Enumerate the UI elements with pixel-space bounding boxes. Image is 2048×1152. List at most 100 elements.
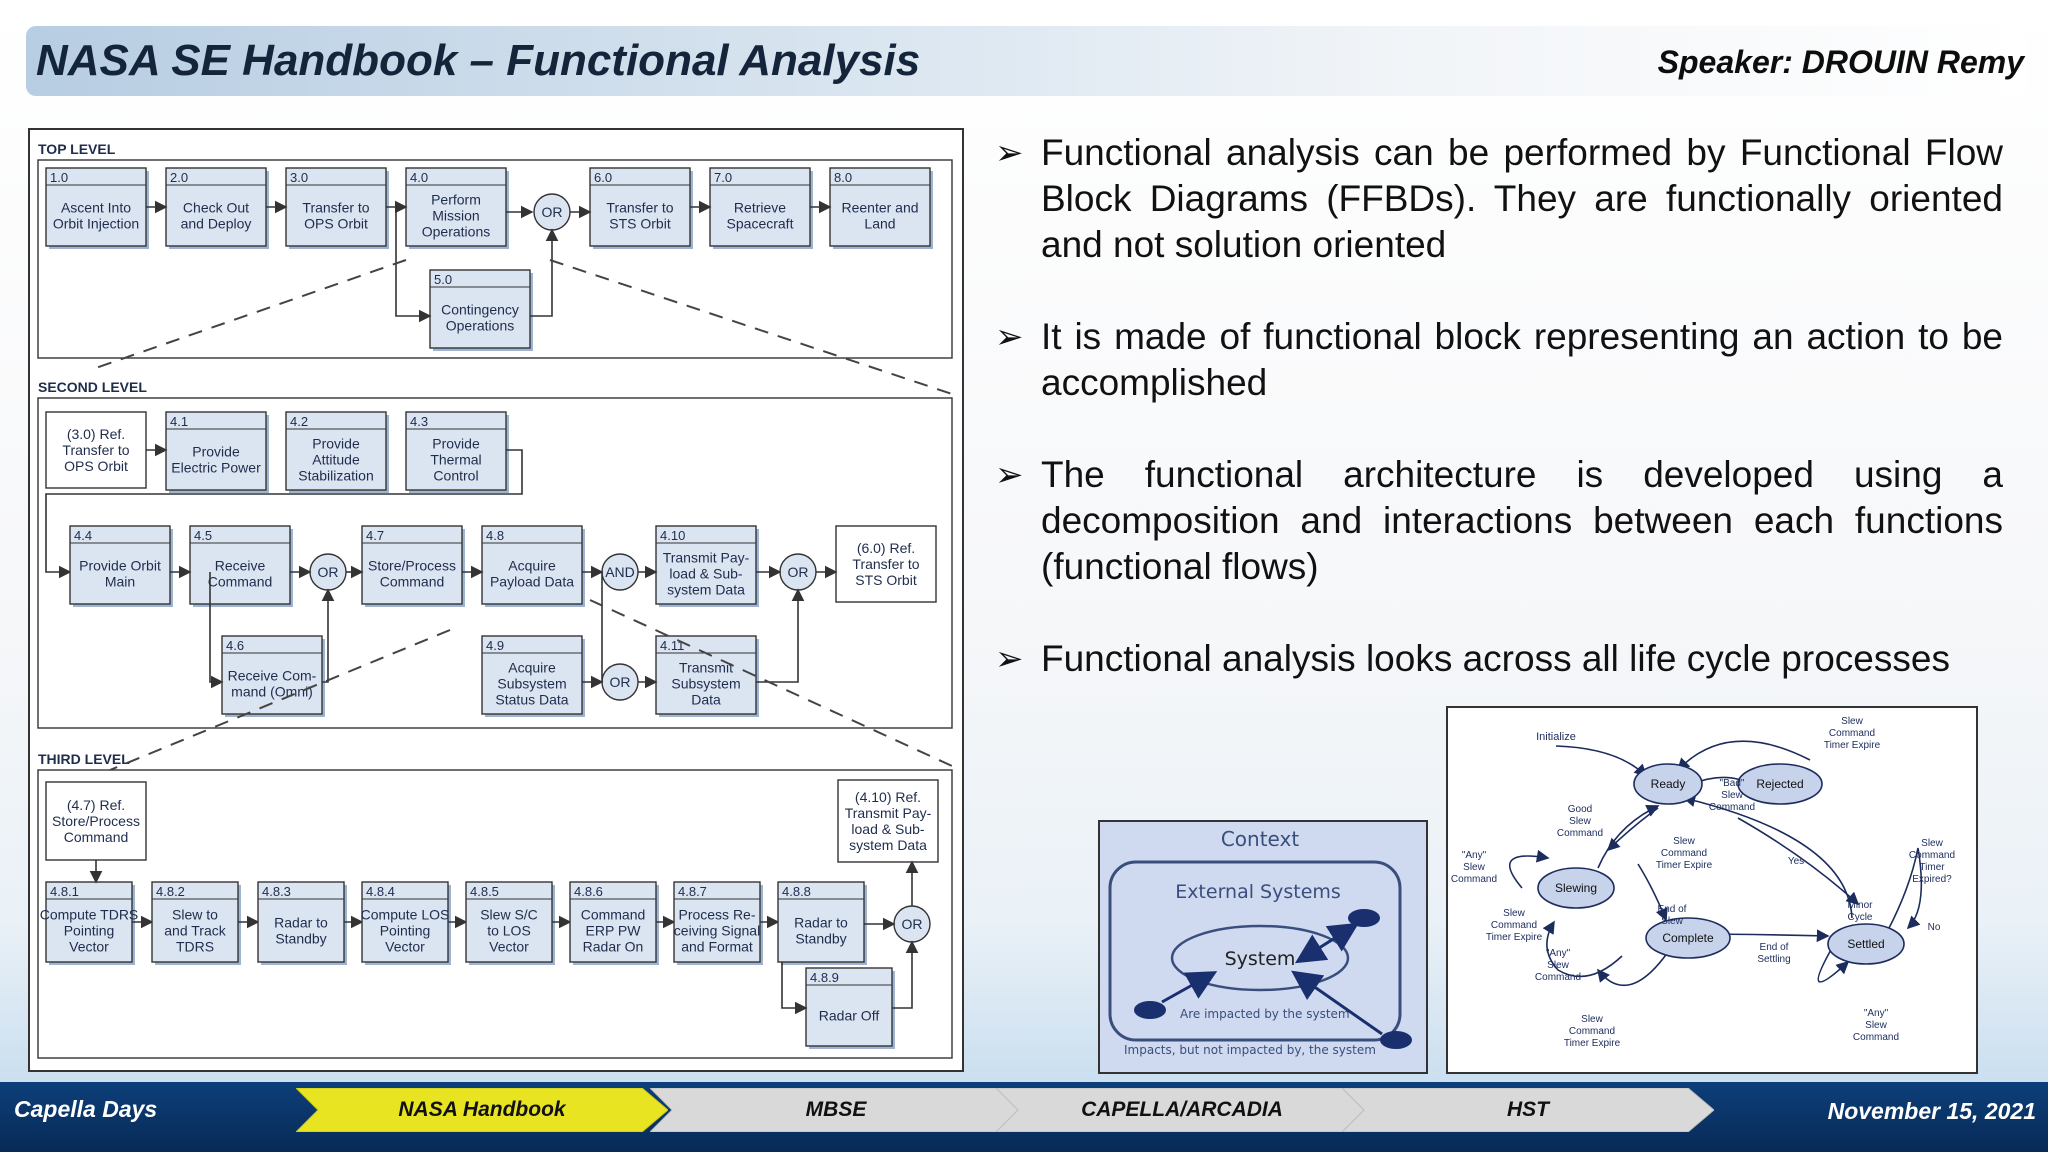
block-label: Provide [312,436,360,452]
state-settled-label: Settled [1847,937,1884,951]
label-bad-slew: "Bad" [1720,778,1745,789]
block-id: 4.3 [410,414,428,429]
block-label: Slew to [172,907,218,923]
label-any-slew: Slew [1547,960,1569,971]
block-label: system Data [667,582,745,598]
state-slewing-label: Slewing [1555,881,1597,895]
block-label: Slew S/C [480,907,538,923]
state-rejected-label: Rejected [1756,777,1803,791]
reference-label: OPS Orbit [64,458,128,474]
transition-slewing-timer [1597,805,1660,869]
block-id: 4.8.7 [678,884,707,899]
label-end-of-slew: Slew [1661,916,1683,927]
label-slew-timer-expired: Slew [1921,838,1943,849]
block-id: 4.1 [170,414,188,429]
block-label: Payload Data [490,574,574,590]
block-4-8-7 [673,881,761,963]
block-id: 4.8.5 [470,884,499,899]
block-label: and Format [681,939,753,955]
label-end-of-settling: Settling [1757,954,1790,965]
block-id: 4.4 [74,528,92,543]
block-label: Receive Com- [228,668,317,684]
block-top-3-0 [285,167,387,247]
bullet-list: ➢ Functional analysis can be performed b… [995,130,2003,728]
block-label: Process Re- [678,907,755,923]
external-node [1134,1001,1166,1019]
block-label: Operations [446,318,514,334]
block-id: 4.8 [486,528,504,543]
block-label: Pointing [64,923,115,939]
label-any-slew: Command [1451,874,1497,885]
nav-tab-mbse[interactable]: MBSE [650,1088,1022,1132]
arrow-bullet-icon: ➢ [995,318,1024,356]
block-4-6 [221,635,323,715]
or-gate-label: OR [542,204,563,220]
block-label: Store/Process [368,558,456,574]
block-label: Operations [422,224,490,240]
transition-slewing-loop [1509,849,1550,889]
state-ready [1633,763,1703,805]
block-label: Radar Off [819,1008,880,1024]
block-id: 4.8.3 [262,884,291,899]
block-label: Vector [69,939,109,955]
third-level-frame [37,769,953,1059]
label-any-slew: "Any" [1462,850,1487,861]
nav-tab-nasa-handbook[interactable]: NASA Handbook [296,1088,668,1132]
block-label: Command [380,574,445,590]
block-id: 5.0 [434,272,452,287]
arrow-bullet-icon: ➢ [995,134,1024,172]
block-label: Reenter and [841,200,918,216]
block-label: Subsystem [497,676,566,692]
block-label: Standby [795,931,846,947]
block-id: 4.8.6 [574,884,603,899]
block-id: 4.5 [194,528,212,543]
block-id: 4.7 [366,528,384,543]
nav-tab-capella-arcadia[interactable]: CAPELLA/ARCADIA [996,1088,1368,1132]
external-node [1380,1031,1412,1049]
block-label: Compute LOS [361,907,450,923]
block-4-7 [361,525,463,605]
impacts-label: Impacts, but not impacted by, the system [1124,1043,1376,1057]
bullet-text: Functional analysis looks across all lif… [1041,638,1950,679]
block-label: ceiving Signal [674,923,760,939]
block-label: Ascent Into [61,200,131,216]
state-settled [1827,923,1905,965]
block-4-8-8 [777,881,865,963]
block-4-8 [481,525,583,605]
transition-complete-loop [1597,951,1669,987]
block-4-1 [165,411,267,491]
block-label: Orbit Injection [53,216,139,232]
label-minor-cycle: Minor [1847,900,1873,911]
nav-tab-hst[interactable]: HST [1342,1088,1714,1132]
state-rejected [1737,763,1823,805]
block-label: ERP PW [586,923,642,939]
bidirectional-arrow [1294,922,1360,964]
zoom-dashed-line [549,259,953,395]
block-4-8-2 [151,881,239,963]
reference-label: system Data [849,837,927,853]
block-4-8-5 [465,881,553,963]
block-label: TDRS [176,939,214,955]
impact-arrow [1291,970,1383,1036]
label-bad-slew: Slew [1721,790,1743,801]
bullet-text: It is made of functional block represent… [1041,316,2003,403]
external-systems-label: External Systems [1175,881,1341,903]
impacted-label: Are impacted by the system [1180,1007,1350,1021]
block-label: Radar to [274,915,328,931]
block-top-4-0 [405,167,507,247]
system-label: System [1225,948,1296,970]
block-4-5 [189,525,291,605]
zoom-dashed-line [109,629,451,771]
block-label: Status Data [495,692,568,708]
label-slew-timer: Command [1829,728,1875,739]
block-label: Provide Orbit [79,558,161,574]
block-4-3 [405,411,507,491]
level-title-top: TOP LEVEL [38,141,116,157]
transition-end-slew [1637,863,1668,922]
block-id: 1.0 [50,170,68,185]
label-slew-timer: Slew [1503,908,1525,919]
block-label: Data [691,692,721,708]
block-label: Main [105,574,135,590]
label-bad-slew: Command [1709,802,1755,813]
